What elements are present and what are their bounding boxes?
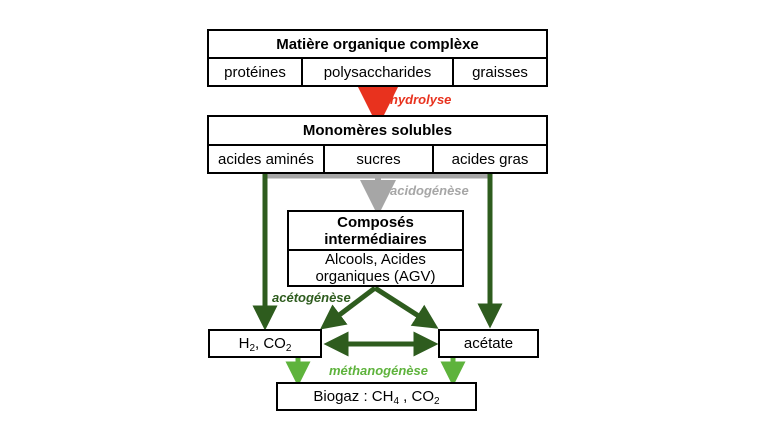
- sucres-cell: sucres: [323, 144, 434, 174]
- acides-gras-label: acides gras: [451, 150, 529, 168]
- acides-amines-cell: acides aminés: [207, 144, 325, 174]
- acetogenese-label: acétogénèse: [272, 290, 351, 305]
- hydrolyse-label: hydrolyse: [390, 92, 452, 107]
- proteines-label: protéines: [224, 63, 286, 81]
- intermediates-to-h2-arrow: [320, 286, 377, 330]
- monomeres-title: Monomères solubles: [302, 122, 453, 139]
- intermediaires-content: Alcools, Acides organiques (AGV): [315, 251, 436, 285]
- proteines-cell: protéines: [207, 57, 303, 87]
- acidogenese-label: acidogénèse: [390, 183, 469, 198]
- biogaz-label: Biogaz : CH4 , CO2: [313, 388, 440, 407]
- acetate-box: acétate: [438, 329, 539, 358]
- biogaz-box: Biogaz : CH4 , CO2: [276, 382, 477, 411]
- intermediates-to-acetate-arrow: [373, 285, 439, 329]
- acides-gras-cell: acides gras: [432, 144, 548, 174]
- matiere-organique-title: Matière organique complèxe: [276, 35, 479, 53]
- monomeres-title-box: Monomères solubles: [207, 115, 548, 146]
- acetate-label: acétate: [463, 335, 514, 352]
- graisses-label: graisses: [472, 63, 528, 81]
- intermediaires-title: Composés intermédiaires: [324, 213, 427, 248]
- intermediaires-content-box: Alcools, Acides organiques (AGV): [287, 249, 464, 287]
- matiere-organique-title-box: Matière organique complèxe: [207, 29, 548, 59]
- acides-amines-label: acides aminés: [218, 150, 314, 168]
- polysaccharides-cell: polysaccharides: [301, 57, 454, 87]
- graisses-cell: graisses: [452, 57, 548, 87]
- intermediaires-title-box: Composés intermédiaires: [287, 210, 464, 251]
- sucres-label: sucres: [356, 150, 401, 168]
- h2-co2-box: H2, CO2: [208, 329, 322, 358]
- methanogenese-label: méthanogénèse: [329, 363, 428, 378]
- h2-co2-label: H2, CO2: [238, 335, 292, 354]
- polysaccharides-label: polysaccharides: [323, 63, 432, 81]
